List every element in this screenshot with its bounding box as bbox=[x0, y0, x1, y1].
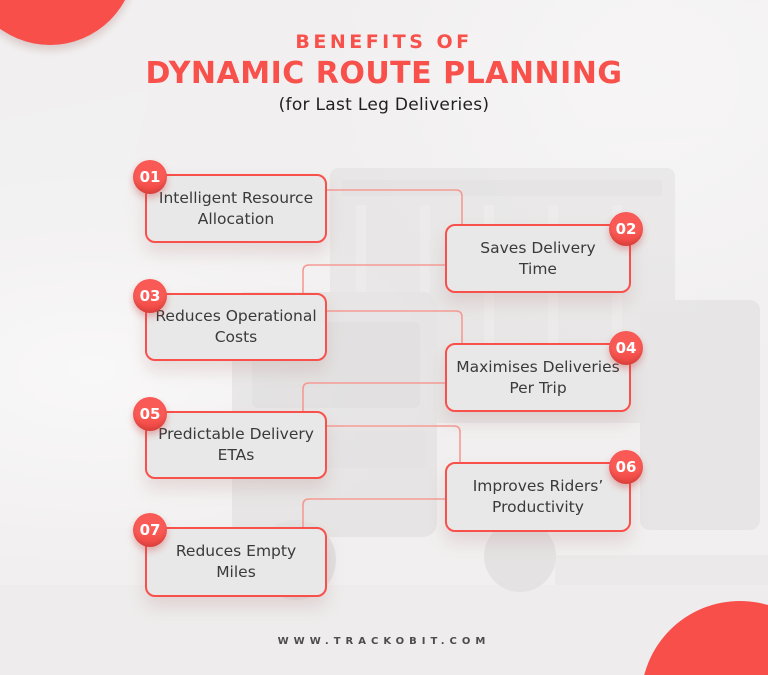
benefit-number-badge: 01 bbox=[133, 160, 167, 194]
benefit-label-line1: Maximises Deliveries bbox=[456, 357, 620, 376]
connector-3-4 bbox=[323, 310, 463, 343]
benefit-label: Reduces Operational Costs bbox=[155, 306, 316, 348]
benefit-label: Reduces Empty Miles bbox=[176, 541, 296, 583]
benefit-number-badge: 07 bbox=[133, 513, 167, 547]
benefit-label: Saves Delivery Time bbox=[480, 238, 595, 280]
benefit-label-line2: Allocation bbox=[197, 209, 275, 228]
connector-4-5 bbox=[302, 382, 445, 411]
benefit-label: Maximises Deliveries Per Trip bbox=[456, 357, 619, 399]
benefit-label: Intelligent Resource Allocation bbox=[159, 188, 313, 230]
benefit-card-02: 02 Saves Delivery Time bbox=[445, 212, 643, 293]
benefit-label-line2: Per Trip bbox=[509, 378, 567, 397]
benefit-label-line2: Miles bbox=[216, 563, 256, 581]
header-subtitle: (for Last Leg Deliveries) bbox=[278, 95, 490, 115]
benefit-label-line2: Time bbox=[519, 259, 557, 278]
benefit-number-badge: 02 bbox=[609, 212, 643, 246]
header-kicker: BENEFITS OF bbox=[295, 31, 473, 53]
header: BENEFITS OF DYNAMIC ROUTE PLANNING (for … bbox=[0, 33, 768, 114]
benefit-card-01: 01 Intelligent Resource Allocation bbox=[133, 160, 327, 243]
benefit-label-line1: Intelligent Resource bbox=[158, 188, 314, 207]
benefit-number-badge: 06 bbox=[609, 450, 643, 484]
benefit-label-line2: Costs bbox=[214, 328, 258, 346]
benefit-card-06: 06 Improves Riders’ Productivity bbox=[445, 450, 643, 532]
benefit-card-04: 04 Maximises Deliveries Per Trip bbox=[445, 331, 643, 412]
benefit-label-line2: Productivity bbox=[492, 498, 584, 516]
connector-5-6 bbox=[323, 425, 461, 462]
benefit-number-badge: 04 bbox=[609, 331, 643, 365]
connector-1-2 bbox=[323, 189, 463, 224]
footer-website: WWW.TRACKOBIT.COM bbox=[277, 636, 491, 647]
benefit-label-line1: Saves Delivery bbox=[480, 238, 596, 257]
connector-6-7 bbox=[302, 498, 445, 527]
benefit-card-05: 05 Predictable Delivery ETAs bbox=[133, 397, 327, 479]
benefit-label-line1: Predictable Delivery bbox=[158, 425, 314, 443]
benefit-label: Improves Riders’ Productivity bbox=[473, 476, 604, 518]
benefit-number-badge: 05 bbox=[133, 397, 167, 431]
page-title: DYNAMIC ROUTE PLANNING bbox=[145, 56, 623, 91]
benefit-label-line2: ETAs bbox=[217, 446, 255, 464]
connector-2-3 bbox=[302, 264, 445, 293]
benefit-label-line1: Reduces Empty bbox=[175, 542, 297, 560]
benefit-number-badge: 03 bbox=[133, 279, 167, 313]
benefit-card-03: 03 Reduces Operational Costs bbox=[133, 279, 327, 361]
benefit-label-line1: Improves Riders’ bbox=[472, 477, 604, 495]
benefit-label: Predictable Delivery ETAs bbox=[158, 424, 314, 466]
benefit-label-line1: Reduces Operational bbox=[155, 307, 317, 325]
benefit-card-07: 07 Reduces Empty Miles bbox=[133, 513, 327, 597]
